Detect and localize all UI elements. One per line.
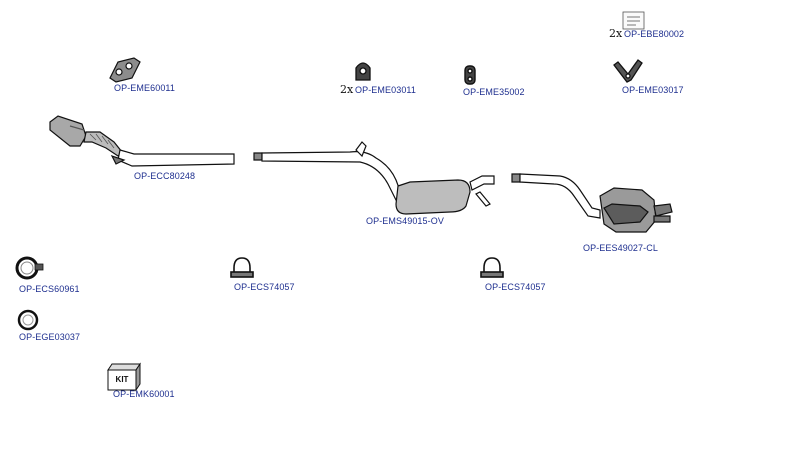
rubber-mount-icon[interactable] [109, 57, 141, 83]
rear-silencer-icon[interactable] [511, 173, 673, 233]
part-code-link[interactable]: OP-EME03011 [355, 85, 416, 95]
rubber-ring-hanger-icon[interactable] [464, 65, 476, 85]
part-code-link[interactable]: OP-EBE80002 [624, 29, 685, 39]
middle-silencer-icon[interactable] [253, 141, 495, 215]
qty-label: 2x [609, 27, 623, 40]
qty-label: 2x [340, 83, 354, 96]
part-code-link[interactable]: OP-ECC80248 [134, 171, 196, 181]
u-clamp-icon[interactable] [230, 257, 254, 278]
clamp-label-icon[interactable] [622, 11, 645, 30]
kit-box-label: KIT [115, 375, 129, 384]
u-clamp-icon[interactable] [480, 257, 504, 278]
part-code-link[interactable]: OP-EGE03037 [19, 332, 81, 342]
y-hanger-icon[interactable] [613, 59, 643, 83]
part-code-link[interactable]: OP-EME35002 [463, 87, 525, 97]
part-code-link[interactable]: OP-EME03017 [622, 85, 684, 95]
rubber-hanger-icon[interactable] [355, 62, 371, 81]
part-code-link[interactable]: OP-ECS74057 [234, 282, 295, 292]
part-code-link[interactable]: OP-EME60011 [114, 83, 175, 93]
catalytic-converter-icon[interactable] [49, 115, 235, 167]
part-code-link[interactable]: OP-EMS49015-OV [366, 216, 444, 226]
mounting-kit-box-icon[interactable] [107, 362, 141, 392]
part-code-link[interactable]: OP-EMK60001 [113, 389, 175, 399]
part-code-link[interactable]: OP-EES49027-CL [583, 243, 658, 253]
gasket-ring-icon[interactable] [17, 309, 39, 331]
pipe-clamp-icon[interactable] [15, 256, 44, 280]
part-code-link[interactable]: OP-ECS74057 [485, 282, 546, 292]
part-code-link[interactable]: OP-ECS60961 [19, 284, 80, 294]
